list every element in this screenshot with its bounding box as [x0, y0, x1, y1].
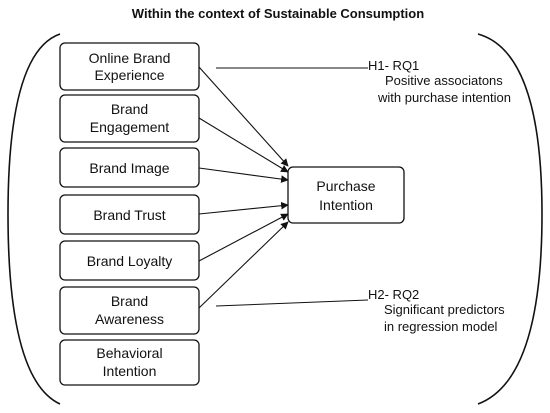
construct-label-line: Behavioral — [96, 345, 162, 361]
construct-label-line: Brand Trust — [93, 207, 165, 223]
hypothesis-h2: H2- RQ2 Significant predictors in regres… — [215, 287, 505, 334]
construct-behavioral-intention: Behavioral Intention — [59, 339, 200, 386]
hypothesis-h2-connector — [215, 299, 369, 307]
context-frame-left — [7, 33, 61, 405]
construct-label-line: Brand — [111, 293, 148, 309]
arrows-group — [198, 66, 289, 309]
hypothesis-h1-description-line: with purchase intention — [377, 90, 511, 105]
construct-label-line: Online Brand — [89, 50, 171, 66]
outcome-label-line: Purchase — [316, 178, 375, 194]
arrow-brand-awareness — [198, 221, 289, 309]
construct-brand-loyalty: Brand Loyalty — [59, 240, 200, 281]
construct-box — [59, 147, 200, 188]
construct-box — [59, 240, 200, 281]
context-frame-right — [477, 33, 543, 405]
hypothesis-h2-description-line: Significant predictors — [384, 302, 505, 317]
construct-box — [59, 194, 200, 235]
construct-brand-image: Brand Image — [59, 147, 200, 188]
arrow-brand-image — [198, 167, 289, 183]
construct-label-line: Engagement — [90, 119, 170, 135]
construct-label-line: Brand — [111, 101, 148, 117]
construct-box — [59, 94, 200, 143]
outcome-box — [287, 166, 405, 224]
construct-brand-engagement: Brand Engagement — [59, 94, 200, 143]
hypothesis-h2-description-line: in regression model — [384, 319, 498, 334]
arrow-online-brand-experience — [198, 66, 289, 167]
hypothesis-h1: H1- RQ1 Positive associatons with purcha… — [216, 58, 511, 105]
construct-box — [59, 286, 200, 335]
construct-box — [59, 339, 200, 386]
hypothesis-h1-description-line: Positive associatons — [385, 73, 503, 88]
arrow-brand-loyalty — [198, 213, 289, 262]
hypothesis-h1-label: H1- RQ1 — [368, 58, 419, 73]
outcome-label-line: Intention — [319, 197, 373, 213]
hypothesis-h2-label: H2- RQ2 — [368, 287, 419, 302]
construct-label-line: Intention — [103, 363, 157, 379]
construct-brand-awareness: Brand Awareness — [59, 286, 200, 335]
construct-box — [59, 42, 200, 91]
arrow-brand-trust — [198, 201, 289, 215]
construct-label-line: Brand Image — [89, 160, 169, 176]
construct-label-line: Experience — [94, 67, 164, 83]
construct-brand-trust: Brand Trust — [59, 194, 200, 235]
construct-label-line: Brand Loyalty — [87, 253, 173, 269]
diagram-title: Within the context of Sustainable Consum… — [132, 6, 424, 21]
outcome-purchase-intention: Purchase Intention — [287, 166, 405, 224]
arrow-brand-engagement — [198, 117, 289, 173]
construct-online-brand-experience: Online Brand Experience — [59, 42, 200, 91]
construct-label-line: Awareness — [95, 311, 164, 327]
